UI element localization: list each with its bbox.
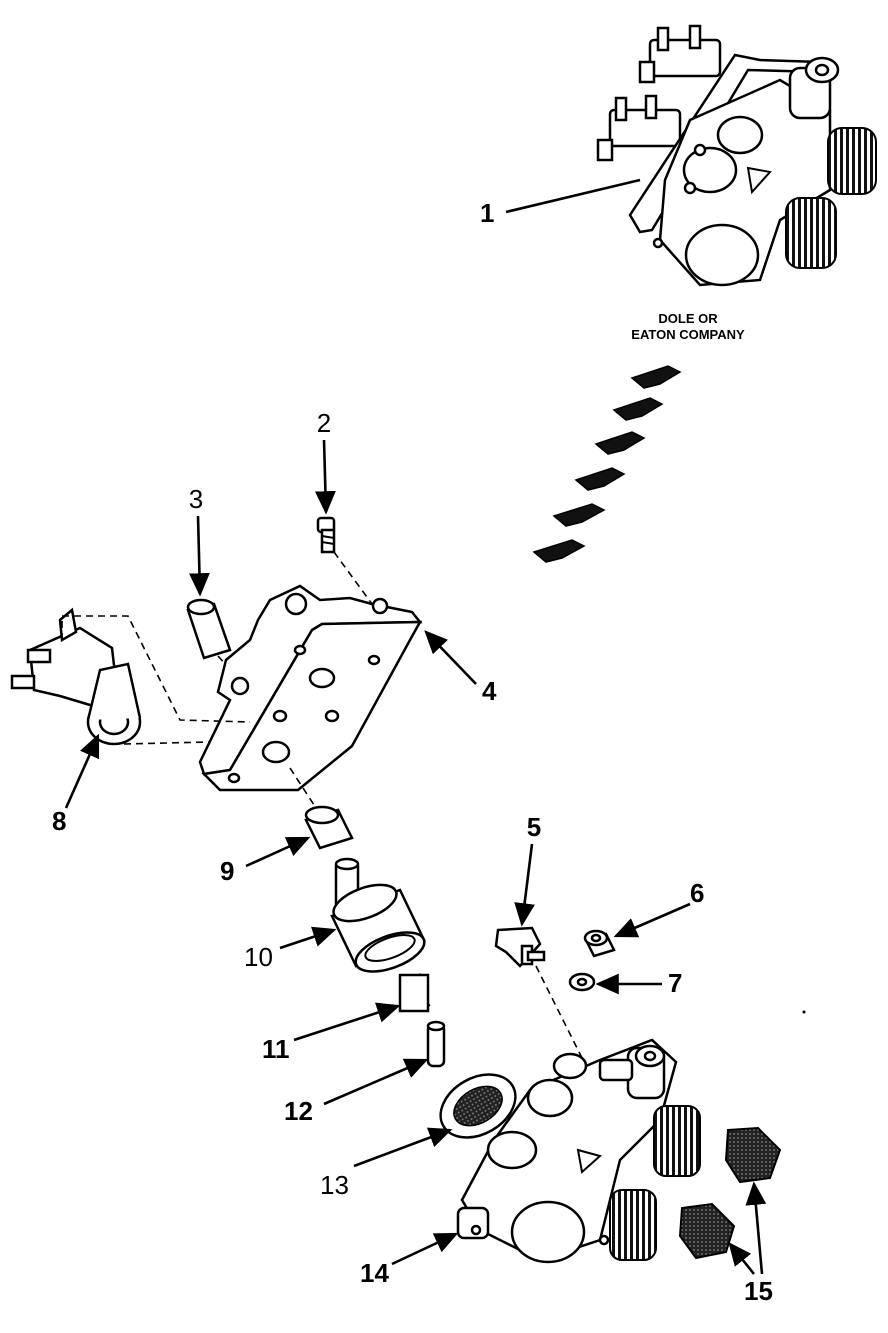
- bushing: [186, 598, 232, 660]
- threaded-inlet-upper: [827, 127, 877, 195]
- inlet-screen-upper: [724, 1126, 782, 1184]
- nut: [583, 929, 616, 958]
- callout-15: 15: [744, 1276, 773, 1306]
- washer: [568, 972, 596, 992]
- callout-12: 12: [284, 1096, 313, 1126]
- manufacturer-caption-line1: DOLE OR: [658, 311, 718, 326]
- callout-7: 7: [668, 968, 682, 998]
- guide-housing: [330, 857, 426, 973]
- arrow-stack-icon: [532, 365, 682, 563]
- inlet-screen-lower: [678, 1202, 736, 1260]
- valve-body-bottom: [456, 1038, 701, 1264]
- solenoid-terminals-upper: [596, 24, 722, 162]
- connector: [494, 926, 546, 968]
- manufacturer-caption-line2: EATON COMPANY: [631, 327, 745, 342]
- callout-11: 11: [262, 1034, 290, 1064]
- spring: [398, 973, 431, 1013]
- threaded-inlet-lower: [785, 197, 837, 269]
- callout-13: 13: [320, 1170, 349, 1200]
- callout-6: 6: [690, 878, 704, 908]
- callout-1: 1: [480, 198, 494, 228]
- mounting-bracket: [198, 584, 423, 792]
- diaphragm: [439, 1073, 517, 1139]
- callout-3: 3: [189, 484, 203, 514]
- callout-4: 4: [482, 676, 497, 706]
- callout-2: 2: [317, 408, 331, 438]
- callout-10: 10: [244, 942, 273, 972]
- solenoid-coil: [10, 607, 142, 746]
- plunger: [426, 1020, 446, 1068]
- screw: [316, 516, 336, 554]
- valve-assembly-complete: [596, 24, 877, 287]
- callout-5: 5: [527, 812, 541, 842]
- sleeve: [304, 805, 354, 850]
- callout-9: 9: [220, 856, 234, 886]
- callout-14: 14: [360, 1258, 389, 1288]
- callout-8: 8: [52, 806, 66, 836]
